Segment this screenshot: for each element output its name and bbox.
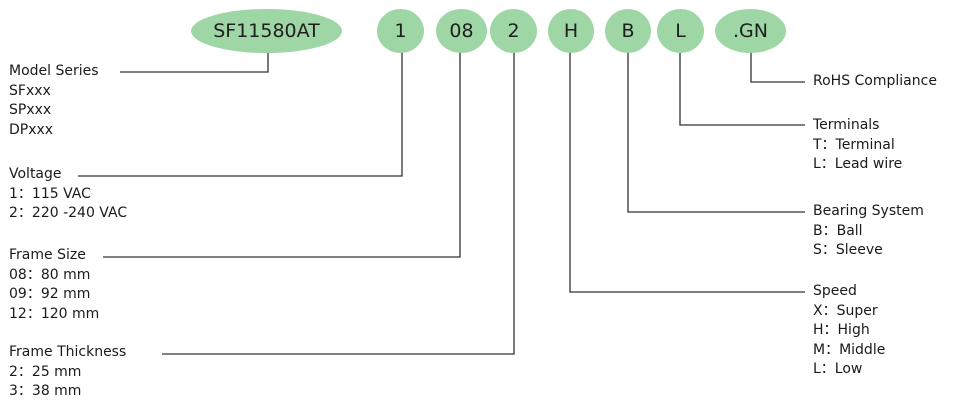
code-model-series: SF11580AT: [191, 9, 342, 53]
legend-title: Speed: [813, 283, 857, 299]
legend-frame-size: Frame Size 08：80 mm 09：92 mm 12：120 mm: [9, 246, 99, 324]
legend-terminals: Terminals T：Terminal L：Lead wire: [813, 116, 902, 175]
legend-title: Model Series: [9, 63, 99, 79]
legend-item: 3：38 mm: [9, 383, 82, 399]
legend-frame-thickness: Frame Thickness 2：25 mm 3：38 mm: [9, 343, 126, 402]
legend-item: M：Middle: [813, 341, 886, 358]
legend-title: Terminals: [813, 117, 880, 133]
legend-item: B：Ball: [813, 222, 863, 239]
connector-speed: [569, 52, 805, 293]
code-voltage: 1: [377, 9, 424, 53]
connector-model-series: [120, 52, 269, 73]
connector-frame-thickness: [162, 52, 515, 355]
legend-item: SPxxx: [9, 102, 52, 118]
legend-speed: Speed X：Super H：High M：Middle L：Low: [813, 282, 885, 380]
legend-item: L：Low: [813, 361, 863, 377]
legend-item: X：Super: [813, 302, 878, 319]
code-speed: H: [548, 9, 594, 53]
legend-item: SFxxx: [9, 82, 51, 99]
legend-item: S：Sleeve: [813, 242, 883, 258]
legend-item: 1：115 VAC: [9, 185, 91, 202]
code-terminals: L: [657, 9, 704, 53]
legend-title: Bearing System: [813, 203, 924, 219]
code-frame-thickness: 2: [490, 9, 537, 53]
connector-voltage: [78, 52, 403, 177]
code-bearing-system: B: [605, 9, 651, 53]
connector-terminals: [679, 52, 805, 126]
legend-title: RoHS Compliance: [813, 73, 937, 89]
legend-title: Voltage: [9, 166, 62, 182]
legend-item: T：Terminal: [813, 136, 895, 153]
legend-bearing-system: Bearing System B：Ball S：Sleeve: [813, 202, 924, 261]
legend-rohs: RoHS Compliance: [813, 72, 937, 92]
code-rohs: .GN: [715, 9, 786, 53]
legend-item: 08：80 mm: [9, 266, 91, 283]
legend-item: L：Lead wire: [813, 156, 903, 172]
legend-model-series: Model Series SFxxx SPxxx DPxxx: [9, 62, 99, 140]
connector-bearing-system: [627, 52, 805, 213]
legend-item: 12：120 mm: [9, 305, 100, 322]
legend-item: 09：92 mm: [9, 286, 91, 302]
legend-voltage: Voltage 1：115 VAC 2：220 -240 VAC: [9, 165, 127, 224]
legend-title: Frame Size: [9, 247, 86, 263]
connector-rohs: [750, 52, 805, 83]
connector-frame-size: [103, 52, 461, 258]
legend-title: Frame Thickness: [9, 344, 127, 360]
legend-item: H：High: [813, 322, 870, 338]
legend-item: 2：25 mm: [9, 363, 82, 380]
legend-item: 2：220 -240 VAC: [9, 205, 128, 221]
legend-item: DPxxx: [9, 121, 54, 138]
code-frame-size: 08: [436, 9, 487, 53]
